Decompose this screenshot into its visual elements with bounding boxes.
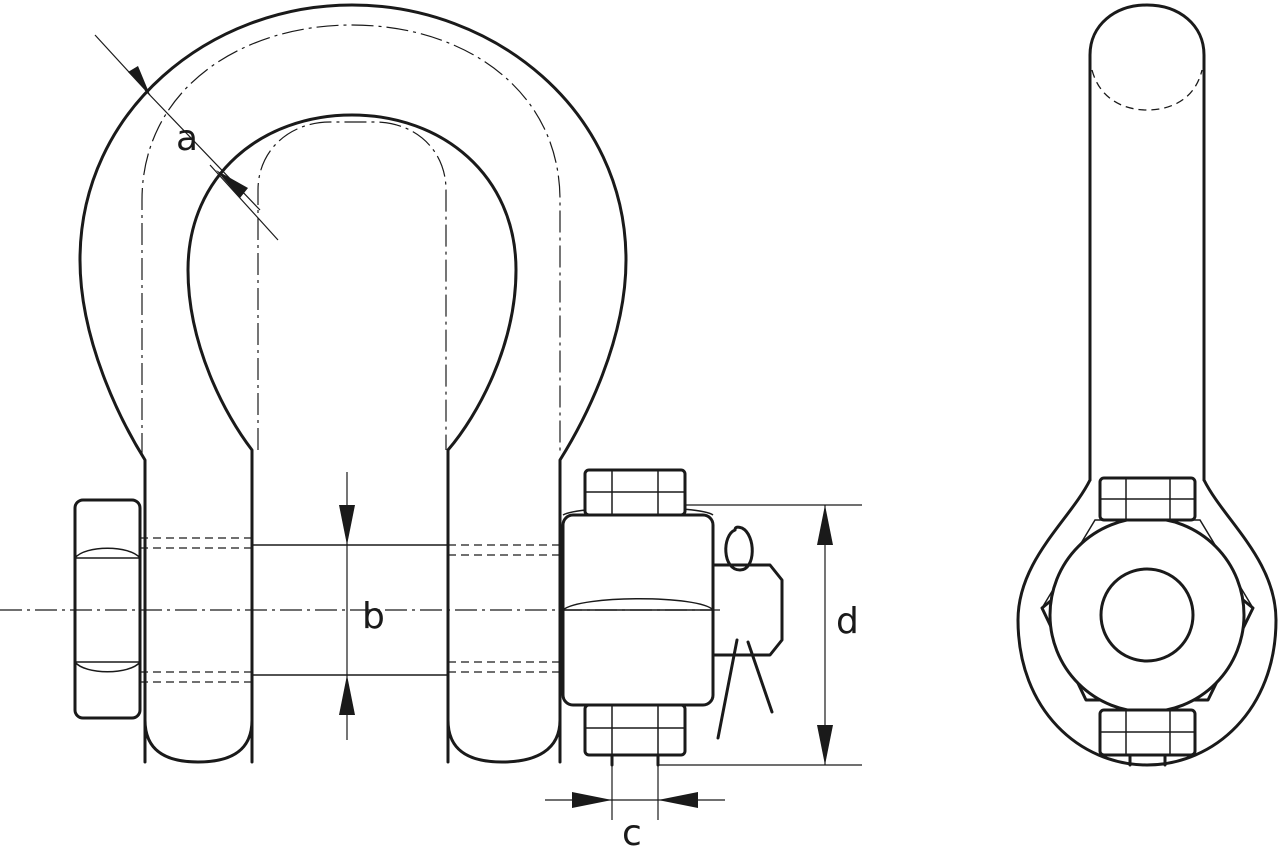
dimension-label-b: b [362,596,385,637]
shackle-side-view [1016,3,1278,767]
bow-inner-centerline [257,121,447,450]
dimension-b: b [339,472,385,740]
side-bottom-hex [1098,708,1197,767]
split-pin [711,525,784,740]
side-bow-hidden-curve [1091,69,1203,111]
shackle-right-leg-bottom [446,718,562,764]
dimension-label-c: c [622,813,642,854]
dimension-c: c [545,765,725,854]
shackle-bow-outline [78,3,628,764]
dimension-d: d [658,504,862,766]
side-top-hex [1098,476,1197,522]
nut-top-hex [583,468,687,517]
pin-head-hex [73,498,142,720]
shackle-left-leg-bottom [143,718,254,764]
side-eye-outline [1016,478,1278,767]
nut-bottom-hex [583,703,687,767]
dimension-label-d: d [836,601,859,642]
nut-hex [561,506,715,707]
side-nut-hexagon-edge [1041,519,1254,701]
side-pin-end [1099,567,1195,663]
shackle-front-view [0,3,784,767]
shackle-bow-inner-opening [186,113,518,764]
dimension-label-a: a [176,118,198,159]
dimension-a: a [94,34,279,241]
bow-material-centerline [141,24,561,455]
side-bow-strap [1088,3,1206,482]
